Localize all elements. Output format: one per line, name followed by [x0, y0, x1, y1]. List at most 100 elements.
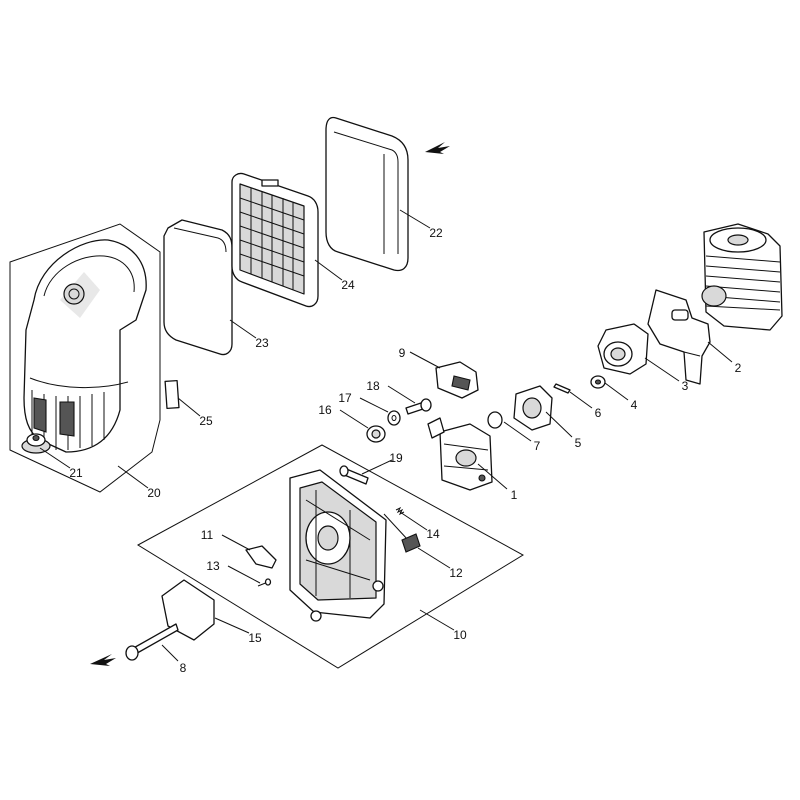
- callout-leader-5: [545, 411, 573, 438]
- callout-number-8: 8: [180, 661, 187, 675]
- callout-number-14: 14: [426, 527, 440, 541]
- callout-leader-14: [399, 511, 428, 531]
- callout-leader-24: [314, 259, 343, 281]
- callout-number-22: 22: [429, 226, 443, 240]
- spacer-flange: [513, 385, 553, 431]
- callout-24: 24: [314, 259, 355, 292]
- callout-number-4: 4: [631, 398, 638, 412]
- callout-10: 10: [419, 609, 467, 642]
- engine-cylinder: [701, 223, 783, 331]
- callout-19: 19: [361, 451, 403, 475]
- washer: [387, 410, 401, 426]
- carburetor: [427, 417, 493, 491]
- grommet: [366, 425, 386, 443]
- callout-number-7: 7: [534, 439, 541, 453]
- callout-number-19: 19: [389, 451, 403, 465]
- callout-leader-25: [177, 397, 201, 417]
- callout-number-16: 16: [318, 403, 332, 417]
- callout-12: 12: [417, 547, 463, 580]
- frame-baseplate-assembly: [137, 444, 524, 669]
- manifold-screw: [590, 375, 606, 389]
- callout-13: 13: [206, 559, 261, 584]
- callout-leader-20: [117, 465, 149, 489]
- callout-number-3: 3: [682, 379, 689, 393]
- callout-leader-3: [644, 357, 680, 382]
- long-bolt: [125, 623, 179, 661]
- callout-number-6: 6: [595, 406, 602, 420]
- spring: [395, 506, 405, 516]
- grid-filter: [231, 172, 319, 308]
- callout-leader-11: [221, 534, 251, 551]
- cover-knob: [21, 433, 51, 454]
- callout-8: 8: [161, 644, 187, 675]
- lever: [245, 545, 277, 569]
- callout-leader-4: [604, 382, 629, 401]
- callout-leader-7: [503, 421, 532, 442]
- callout-1: 1: [477, 463, 518, 502]
- callout-leader-2: [707, 341, 733, 363]
- callout-6: 6: [569, 391, 602, 420]
- direction-arrow-top: [425, 142, 450, 154]
- filter-plate: [163, 219, 233, 356]
- callout-leader-16: [339, 409, 369, 429]
- callout-25: 25: [177, 397, 213, 428]
- frame-cover-assembly: [9, 223, 161, 493]
- air-filter-cover: [23, 239, 147, 453]
- callout-leader-23: [229, 319, 257, 339]
- callout-leader-8: [161, 644, 179, 662]
- callout-number-20: 20: [147, 486, 161, 500]
- callout-22: 22: [399, 209, 443, 240]
- callout-4: 4: [604, 382, 638, 412]
- direction-arrow-bottom: [90, 654, 116, 666]
- callout-15: 15: [214, 617, 262, 645]
- callout-leader-22: [399, 209, 431, 229]
- label-sticker: [164, 379, 180, 410]
- callout-18: 18: [366, 379, 416, 404]
- callout-number-21: 21: [69, 466, 83, 480]
- callout-leader-9: [409, 351, 441, 369]
- callout-leader-1: [477, 463, 508, 490]
- callouts: 1234567891011121314151617181920212223242…: [39, 209, 742, 675]
- foam-filter: [325, 116, 409, 272]
- callout-leader-21: [39, 447, 71, 469]
- screw-18: [405, 398, 432, 415]
- callout-9: 9: [399, 346, 441, 369]
- callout-number-23: 23: [255, 336, 269, 350]
- callout-leader-19: [361, 459, 393, 475]
- callout-number-9: 9: [399, 346, 406, 360]
- o-ring: [487, 411, 503, 429]
- callout-20: 20: [117, 465, 161, 500]
- callout-23: 23: [229, 319, 269, 350]
- callout-number-17: 17: [338, 391, 352, 405]
- callout-number-12: 12: [449, 566, 463, 580]
- callout-leader-13: [227, 565, 261, 584]
- callout-number-13: 13: [206, 559, 220, 573]
- callout-leader-17: [359, 397, 389, 413]
- pin: [553, 383, 571, 394]
- callout-number-15: 15: [248, 631, 262, 645]
- callout-number-1: 1: [511, 488, 518, 502]
- callout-number-2: 2: [735, 361, 742, 375]
- intake-gasket: [647, 289, 711, 385]
- callout-leader-18: [387, 385, 416, 404]
- callout-number-10: 10: [453, 628, 467, 642]
- callout-leader-6: [569, 391, 593, 409]
- callout-leader-15: [214, 617, 250, 634]
- callout-21: 21: [39, 447, 83, 480]
- callout-number-5: 5: [575, 436, 582, 450]
- callout-2: 2: [707, 341, 742, 375]
- callout-3: 3: [644, 357, 689, 393]
- callout-16: 16: [318, 403, 369, 429]
- screw-13: [257, 578, 272, 587]
- bolt-19: [339, 465, 369, 485]
- callout-number-18: 18: [366, 379, 380, 393]
- callout-leader-12: [417, 547, 451, 569]
- callout-7: 7: [503, 421, 541, 453]
- intake-manifold: [597, 323, 649, 375]
- callout-5: 5: [545, 411, 582, 450]
- callout-11: 11: [201, 528, 251, 551]
- callout-17: 17: [338, 391, 389, 413]
- base-plate: [289, 469, 387, 622]
- callout-leader-10: [419, 609, 455, 631]
